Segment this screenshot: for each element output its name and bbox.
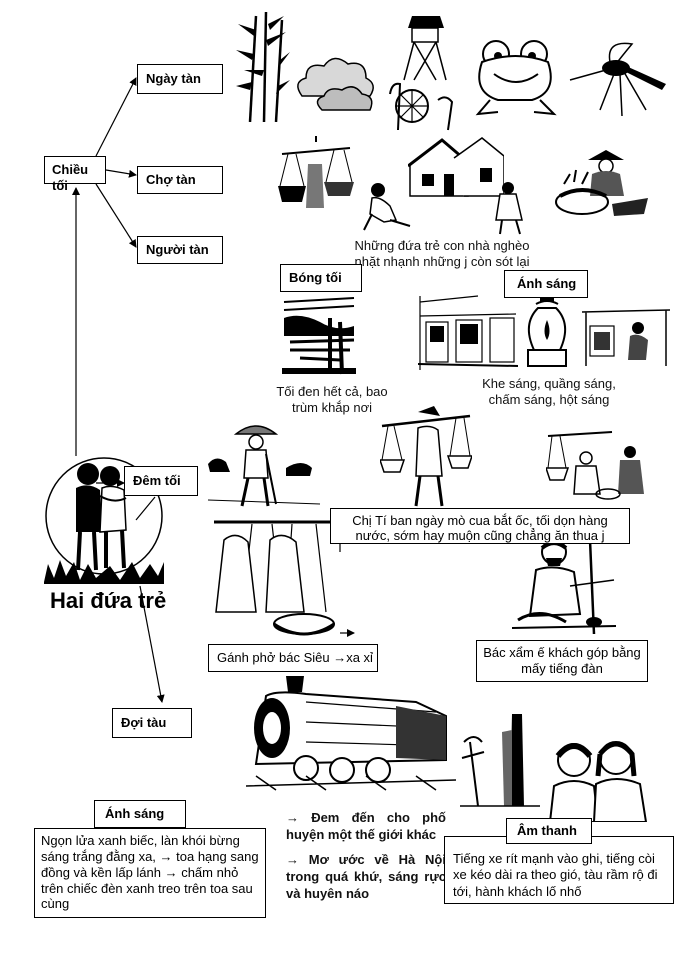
train-am-thanh-title: Âm thanh [506, 818, 592, 844]
nguoi-tan-node: Người tàn [137, 236, 223, 264]
street-illustration [418, 292, 518, 372]
arrow-to-ngay-tan [95, 77, 137, 157]
tower-illustration [460, 712, 540, 808]
frog-illustration [468, 36, 564, 120]
bac-xam-node: Bác xẩm ế khách góp bằng mấy tiếng đàn [476, 640, 648, 682]
bamboo-illustration [234, 10, 290, 122]
clouds-illustration [292, 52, 378, 112]
train-anh-sang-text: Ngọn lửa xanh biếc, làn khói bừng sáng t… [34, 828, 266, 918]
doi-tau-node: Đợi tàu [112, 708, 192, 738]
village-houses-illustration [408, 134, 504, 198]
train-meaning-1: → Đem đến cho phố huyện một thế giới khá… [286, 810, 446, 842]
market-woman-illustration [552, 144, 650, 218]
watching-children-illustration [540, 736, 652, 822]
mosquito-illustration [566, 40, 670, 120]
bong-toi-node: Bóng tối [280, 264, 362, 292]
ganh-pho-node: Gánh phở bác Siêu →xa xỉ [208, 644, 378, 672]
anh-sang-caption: Khe sáng, quầng sáng, chấm sáng, hột sán… [474, 376, 624, 408]
blind-musician-illustration [510, 536, 618, 638]
locomotive-illustration [246, 672, 456, 792]
bong-toi-caption: Tối đen hết cả, bao trùm khắp nơi [264, 384, 400, 416]
market-baskets-illustration [278, 134, 354, 212]
darkness-illustration [280, 292, 358, 376]
gathering-children-illustration [350, 180, 544, 236]
pho-carrier-illustration [212, 520, 342, 644]
ngay-tan-node: Ngày tàn [137, 64, 223, 94]
carrier-woman-illustration [380, 406, 472, 510]
link-dem-toi [135, 496, 156, 521]
seated-vendors-illustration [546, 428, 646, 508]
page-title: Hai đứa trẻ [50, 588, 167, 613]
arrow-to-nguoi-tan [95, 183, 137, 248]
watchtower-illustration [382, 10, 462, 134]
farmer-illustration [206, 414, 322, 512]
cho-tan-node: Chợ tàn [137, 166, 223, 194]
night-stall-illustration [580, 306, 672, 370]
chieu-toi-node: Chiều tối [44, 156, 106, 193]
lantern-illustration [518, 294, 576, 370]
dem-toi-node: Đêm tối [124, 466, 198, 496]
train-am-thanh-text: Tiếng xe rít mạnh vào ghi, tiếng còi xe … [444, 836, 674, 904]
arrow-to-cho-tan [105, 169, 137, 178]
arrow-to-doi-tau [139, 585, 165, 703]
train-meaning-2: → Mơ ước về Hà Nội trong quá khứ, sáng r… [286, 852, 446, 901]
children-caption: Những đứa trẻ con nhà nghèo nhặt nhạnh n… [342, 238, 542, 270]
children-illustration [40, 452, 168, 586]
anh-sang-node: Ánh sáng [504, 270, 588, 298]
chi-ti-node: Chị Tí ban ngày mò cua bắt ốc, tối dọn h… [330, 508, 630, 544]
train-anh-sang-title: Ánh sáng [94, 800, 186, 828]
